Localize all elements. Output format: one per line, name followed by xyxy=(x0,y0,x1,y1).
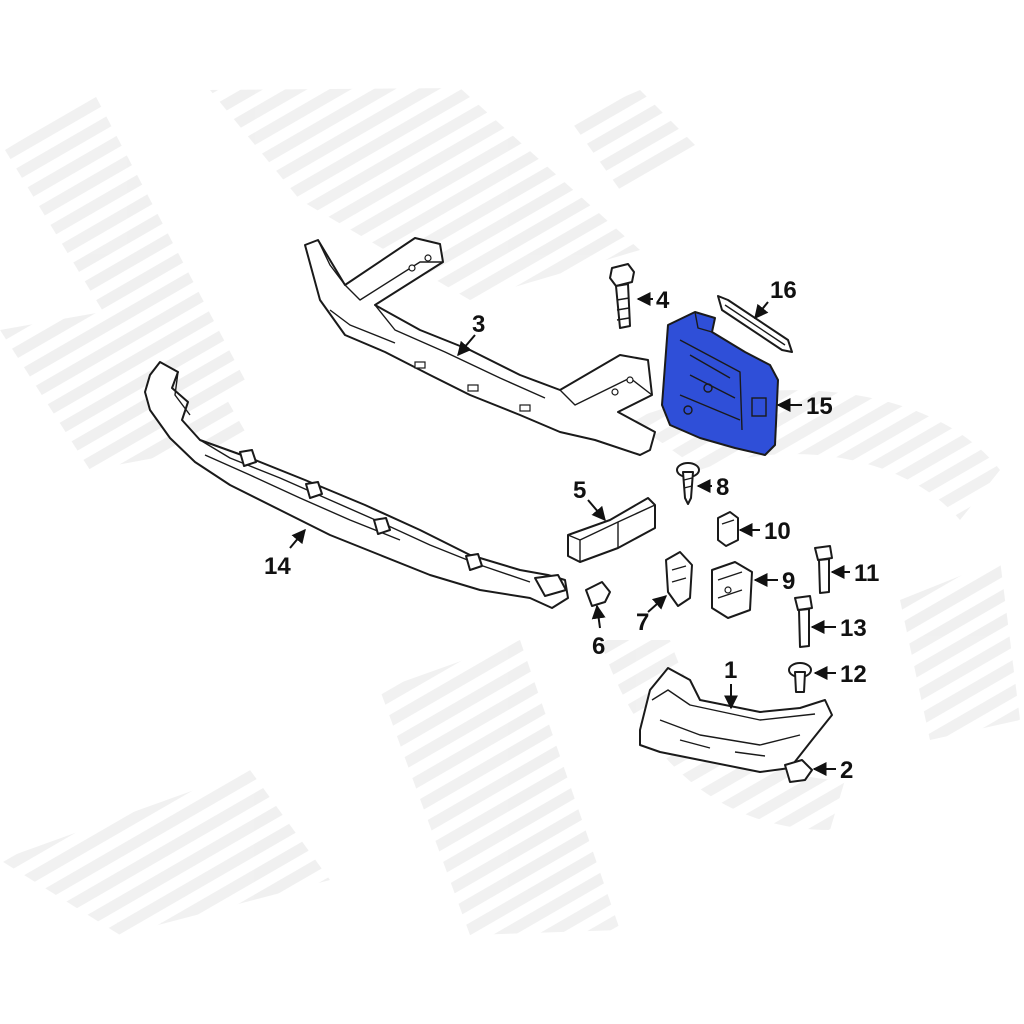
callout-5: 5 xyxy=(573,477,586,504)
part-16-seal-strip xyxy=(717,295,793,353)
part-9-bracket xyxy=(711,561,753,619)
callout-8: 8 xyxy=(716,474,729,501)
part-6-clip xyxy=(585,581,611,607)
callout-9: 9 xyxy=(782,568,795,595)
callout-10: 10 xyxy=(764,518,791,545)
leader-lines xyxy=(289,292,850,776)
callout-11: 11 xyxy=(854,560,879,587)
part-12-screw xyxy=(788,662,812,693)
callout-13: 13 xyxy=(840,615,867,642)
part-13-bolt xyxy=(794,595,813,648)
part-14-lower-absorber xyxy=(144,361,569,609)
part-11-bolt xyxy=(814,545,833,594)
callouts: 3 4 16 15 8 5 10 9 7 6 11 13 12 1 2 14 xyxy=(264,277,879,784)
callout-4: 4 xyxy=(656,287,670,314)
part-8-screw xyxy=(676,462,700,505)
part-10-clip xyxy=(717,511,739,547)
callout-2: 2 xyxy=(840,757,853,784)
callout-3: 3 xyxy=(472,311,485,338)
watermark xyxy=(0,88,1020,935)
callout-14: 14 xyxy=(264,553,291,580)
callout-6: 6 xyxy=(592,633,605,660)
part-1-lower-bracket xyxy=(639,667,833,773)
part-2-clip-nut xyxy=(784,759,813,783)
callout-12: 12 xyxy=(840,661,867,688)
callout-1: 1 xyxy=(724,657,737,684)
callout-15: 15 xyxy=(806,393,833,420)
part-5-impact-block xyxy=(567,497,656,563)
part-15-bracket-highlighted xyxy=(661,311,779,456)
part-4-bolt xyxy=(609,263,635,329)
callout-16: 16 xyxy=(770,277,797,304)
part-7-bracket xyxy=(665,551,693,607)
callout-7: 7 xyxy=(636,609,649,636)
part-3-bumper-beam xyxy=(304,237,656,456)
